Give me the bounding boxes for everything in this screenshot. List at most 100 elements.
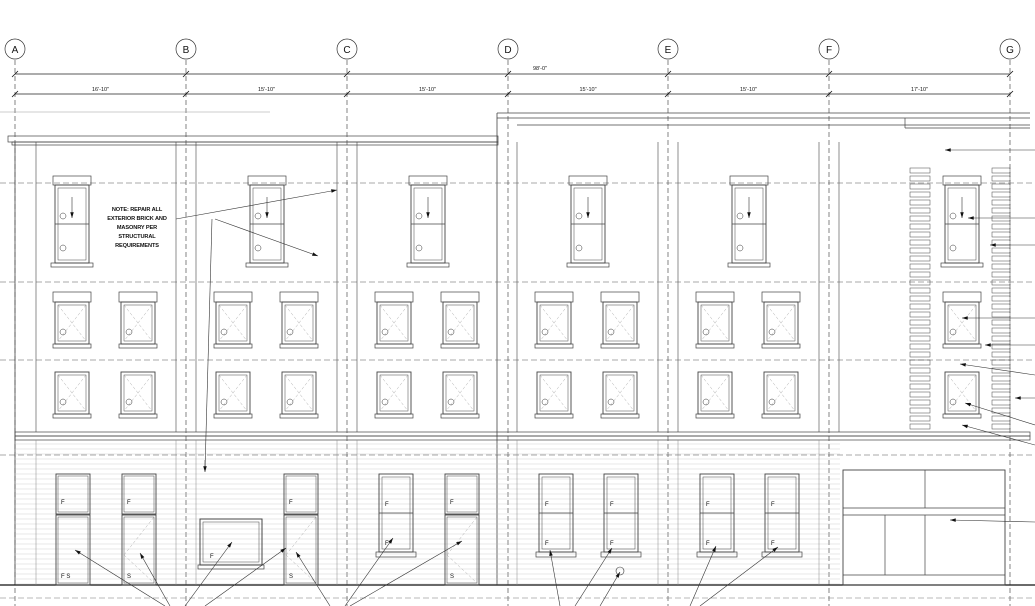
quoin-block — [909, 239, 931, 246]
second-floor-window-sash — [766, 304, 796, 342]
window-tag-label: F — [385, 502, 389, 508]
tag-leader — [949, 519, 1035, 523]
quoin-block — [909, 215, 931, 222]
window-tag-circle — [286, 398, 294, 406]
second-floor-window-sash — [539, 304, 569, 342]
window-tag-circle — [59, 244, 67, 252]
window-tag-circle — [702, 398, 710, 406]
quoin-block — [909, 327, 931, 334]
quoin-block — [909, 263, 931, 270]
window-tag-label: F — [127, 500, 131, 506]
arrowhead — [990, 243, 996, 247]
second-floor-window-sash — [218, 304, 248, 342]
door-diagonal — [446, 516, 478, 556]
second-floor-window-sash — [445, 374, 475, 412]
window-tag-circle — [736, 244, 744, 252]
dimension-tick — [182, 90, 190, 98]
second-floor-window-sash — [947, 304, 977, 342]
arrowhead — [1015, 396, 1021, 400]
window-diagonal — [539, 304, 569, 342]
window-tag-label: F — [545, 541, 549, 547]
second-floor-window-sash — [605, 304, 635, 342]
bay-dimension-label: 16'-10" — [92, 87, 109, 93]
second-floor-window-sash — [379, 304, 409, 342]
quoin-block — [991, 271, 1011, 278]
quoin-block — [909, 279, 931, 286]
second-floor-window-sash — [57, 374, 87, 412]
door-panel — [57, 516, 89, 584]
window-tag-circle — [541, 398, 549, 406]
third-floor-window-head — [52, 175, 92, 186]
second-floor-window-head — [213, 291, 253, 303]
transom-window — [55, 473, 91, 515]
belt-course-trim — [14, 435, 1031, 441]
quoin-block — [991, 391, 1011, 398]
tag-leader — [699, 546, 779, 606]
window-diagonal — [284, 304, 314, 342]
window-tag-label: S — [450, 574, 454, 580]
grid-bubble-B — [175, 38, 197, 60]
quoin-block — [909, 167, 931, 174]
window-tag-label: F — [771, 541, 775, 547]
tag-leader — [344, 537, 394, 606]
tag-leader — [295, 551, 331, 606]
quoin-block — [909, 359, 931, 366]
second-floor-window-sash — [445, 304, 475, 342]
quoin-block — [909, 191, 931, 198]
transom-sash — [285, 475, 317, 513]
quoin-block — [909, 175, 931, 182]
window-diagonal — [379, 304, 409, 342]
dimension-tick — [1006, 70, 1014, 78]
window-diagonal — [947, 304, 977, 342]
first-floor-window-sill — [600, 551, 642, 558]
window-tag-circle — [607, 328, 615, 336]
arrowhead — [968, 216, 974, 220]
window-tag-label: F — [706, 541, 710, 547]
arrowhead — [227, 542, 232, 548]
second-floor-window-sill — [213, 413, 253, 419]
dimension-tick — [664, 70, 672, 78]
window-tag-circle — [254, 244, 262, 252]
second-floor-window-sash — [947, 374, 977, 412]
third-floor-window-head — [247, 175, 287, 186]
tag-leader — [959, 363, 1035, 376]
grid-label-C: C — [343, 45, 350, 56]
door-frame — [444, 514, 480, 586]
window-diagonal — [284, 374, 314, 412]
grid-bubble-G — [999, 38, 1021, 60]
quoin-block — [909, 271, 931, 278]
grid-bubble-A — [4, 38, 26, 60]
quoin-block — [991, 383, 1011, 390]
door-frame — [55, 514, 91, 586]
second-floor-window-sill — [440, 413, 480, 419]
window-tag-circle — [607, 398, 615, 406]
transom-sash — [57, 475, 89, 513]
grid-label-D: D — [504, 45, 511, 56]
window-diagonal — [379, 374, 409, 412]
overall-dimension-label: 98'-0" — [533, 66, 547, 72]
note-leader — [175, 189, 338, 220]
window-tag-circle — [949, 244, 957, 252]
quoin-block — [991, 183, 1011, 190]
window-tag-circle — [59, 212, 67, 220]
second-floor-window-sash — [123, 304, 153, 342]
window-tag-label: F — [385, 541, 389, 547]
tag-leader — [574, 547, 613, 606]
door-panel — [285, 516, 317, 584]
quoin-block — [909, 183, 931, 190]
window-tag-label: F S — [61, 574, 70, 580]
second-floor-window-head — [279, 291, 319, 303]
window-tag-label: F — [210, 554, 214, 560]
dimension-tick — [11, 70, 19, 78]
tag-leader — [961, 424, 1035, 446]
second-floor-window-sash — [284, 304, 314, 342]
arrowhead — [296, 552, 301, 558]
dimension-tick — [825, 90, 833, 98]
arrowhead — [426, 212, 430, 218]
left-cornice-trim — [11, 141, 499, 146]
window-tag-label: F — [706, 502, 710, 508]
arrowhead — [945, 148, 951, 152]
arrowhead — [960, 363, 966, 367]
window-tag-label: F — [610, 541, 614, 547]
